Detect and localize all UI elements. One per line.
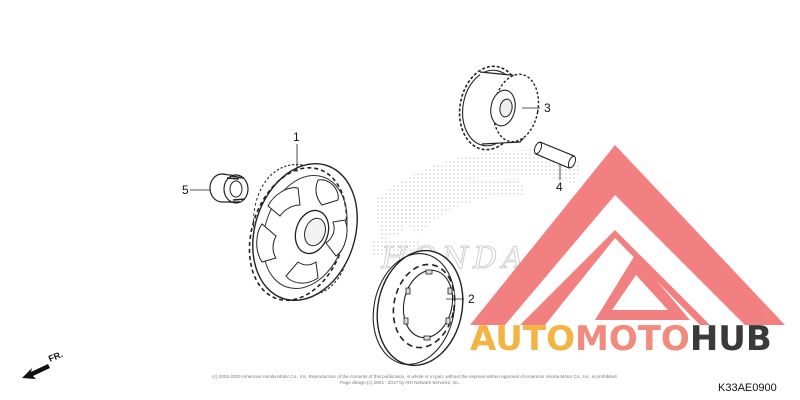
part-5-needle-bearing[interactable] <box>209 173 249 204</box>
callout-2-label: 2 <box>468 292 475 306</box>
watermark-hub: HUB <box>690 319 772 359</box>
callout-1: 1 <box>293 130 300 172</box>
copyright-line-1: (c) 2003-2019 American Honda Motor Co., … <box>212 374 618 379</box>
part-2-one-way-clutch[interactable] <box>363 243 473 374</box>
callout-2: 2 <box>446 292 475 306</box>
callout-3: 3 <box>522 101 551 115</box>
callout-5: 5 <box>182 183 210 197</box>
arrow-icon <box>22 364 50 379</box>
honda-wing-logo: HONDA <box>370 150 580 277</box>
diagram-code: K33AE0900 <box>718 382 777 394</box>
callout-4: 4 <box>556 164 563 194</box>
watermark-moto: MOTO <box>575 319 690 359</box>
part-4-shaft[interactable] <box>533 141 577 169</box>
watermark-auto: AUTO <box>470 319 575 359</box>
watermark-text: AUTOMOTOHUB <box>470 319 772 359</box>
callout-3-label: 3 <box>544 101 551 115</box>
copyright-line-2: Page design (c) 2004 - 2017 by ARI Netwo… <box>340 380 460 385</box>
callout-4-label: 4 <box>556 180 563 194</box>
front-direction-indicator: FR. <box>22 349 64 379</box>
autmotohub-logo-icon <box>470 145 785 325</box>
part-1-starter-driven-gear[interactable] <box>233 150 374 314</box>
front-label: FR. <box>47 349 64 364</box>
part-3-reduction-gear[interactable] <box>453 61 543 154</box>
callout-1-label: 1 <box>293 130 300 144</box>
callout-5-label: 5 <box>182 183 189 197</box>
